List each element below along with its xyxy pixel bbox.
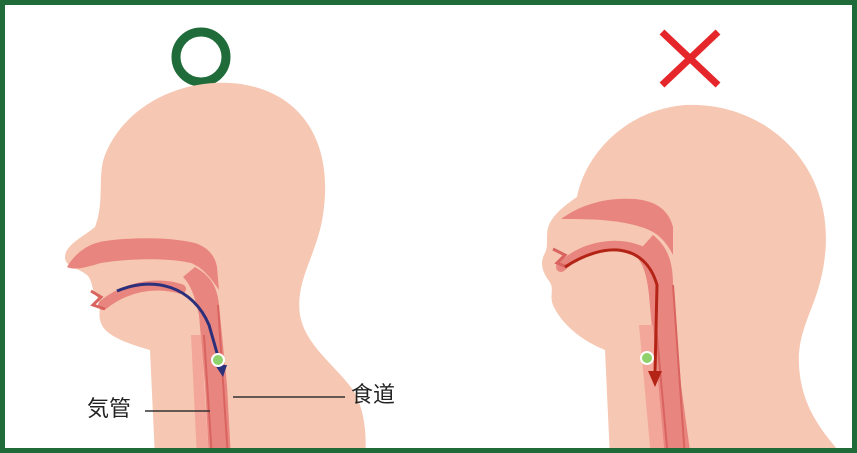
panel-correct bbox=[65, 32, 366, 453]
head-silhouette-tilted bbox=[542, 105, 845, 453]
food-bolus bbox=[212, 354, 224, 366]
cross-wrong-icon bbox=[662, 32, 718, 85]
circle-correct-icon bbox=[176, 32, 226, 82]
swallowing-diagram bbox=[5, 5, 857, 453]
trachea-label: 気管 bbox=[87, 399, 131, 421]
esophagus-label: 食道 bbox=[351, 385, 395, 407]
panel-wrong bbox=[542, 32, 845, 453]
food-bolus-tilted bbox=[641, 352, 653, 364]
